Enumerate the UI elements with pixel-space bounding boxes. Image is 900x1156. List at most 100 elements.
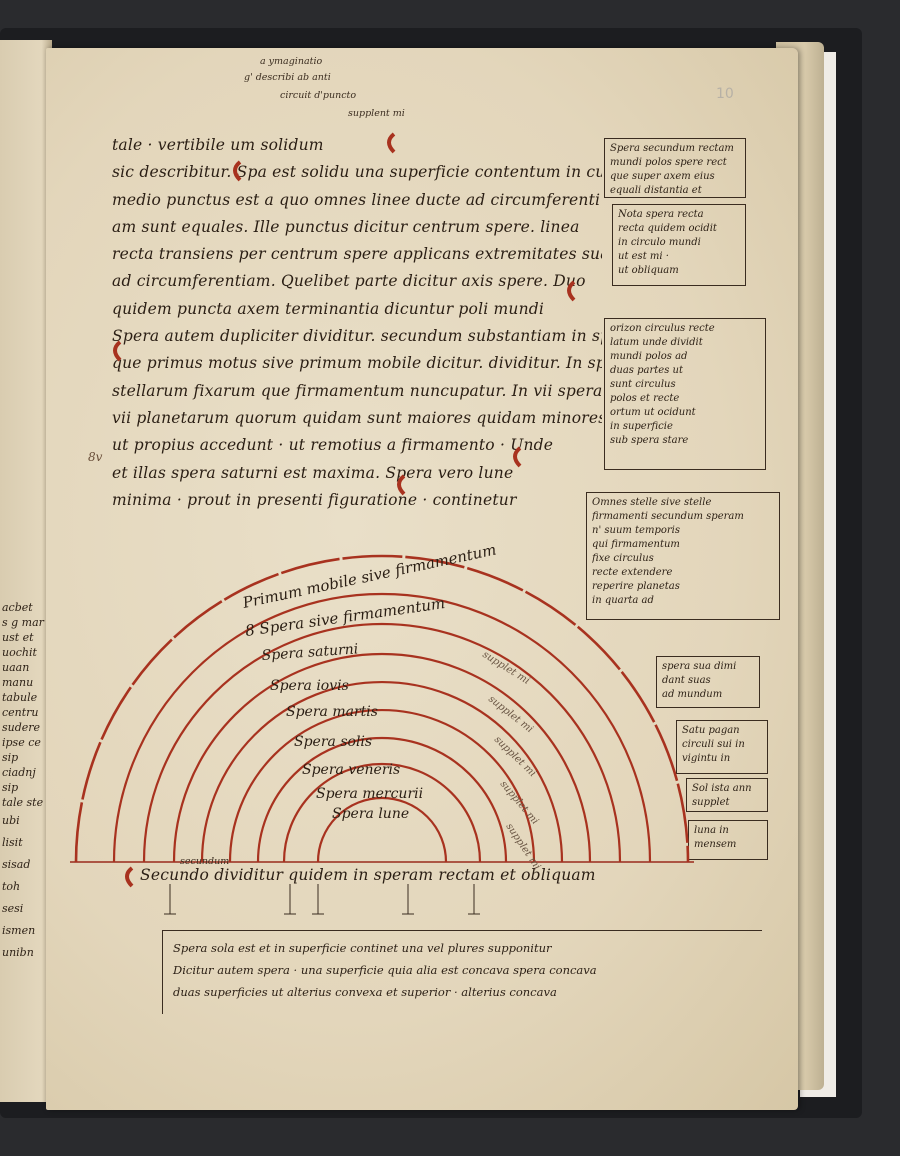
left-page-line: centru	[2, 706, 39, 719]
marginal-note-line: vigintu in	[682, 753, 731, 764]
pointer-stroke	[402, 884, 414, 915]
top-gloss-line: g' describi ab anti	[244, 72, 331, 83]
left-page-line: ipse ce	[2, 736, 41, 749]
marginal-note-line: in superficie	[610, 421, 673, 432]
sphere-arc	[256, 736, 508, 863]
left-page-line: ciadnj	[2, 766, 36, 779]
sphere-arc	[172, 652, 592, 863]
left-page-line: uaan	[2, 661, 30, 674]
sphere-arc	[228, 708, 536, 863]
marginal-note-box: Satu pagan circuli sui in vigintu in	[676, 720, 768, 774]
folio-number: 10	[716, 86, 734, 102]
marginal-note-line: spera sua dimi	[662, 661, 737, 672]
main-text-line: stellarum fixarum que firmamentum nuncup…	[112, 381, 602, 400]
left-page-line: tabule	[2, 691, 38, 704]
red-paragraph-mark	[513, 446, 522, 468]
main-text-line: medio punctus est a quo omnes linee duct…	[112, 190, 601, 209]
marginal-note-line: Spera secundum rectam	[610, 143, 734, 154]
marginal-note-line: equali distantia et	[610, 185, 702, 196]
left-page-line: sesi	[2, 902, 24, 915]
pointer-stroke	[312, 884, 324, 915]
bottom-commentary-line: Dicitur autem spera · una superficie qui…	[173, 963, 597, 977]
marginal-note-line: latum unde dividit	[610, 337, 703, 348]
bottom-commentary-box: Spera sola est et in superficie continet…	[162, 930, 762, 1014]
pointer-stroke	[468, 884, 480, 915]
marginal-note-line: qui firmamentum	[592, 539, 680, 550]
main-text-line: recta transiens per centrum spere applic…	[112, 245, 602, 264]
sphere-arc	[74, 554, 690, 863]
sphere-label: Spera saturni	[261, 641, 359, 664]
top-gloss-line: a ymaginatio	[260, 56, 323, 67]
previous-page	[0, 40, 52, 1102]
bottom-text-line: Secundo dividitur quidem in speram recta…	[140, 866, 596, 884]
left-page-line: ust et	[2, 631, 34, 644]
sphere-gloss: supplet mi	[480, 649, 531, 687]
left-page-line: uochit	[2, 646, 37, 659]
marginal-note-line: ut obliquam	[618, 265, 679, 276]
left-page-line: lisit	[2, 836, 23, 849]
sphere-arc	[142, 622, 622, 863]
left-page-line: acbet	[2, 601, 33, 614]
marginal-note-box: Nota spera recta recta quidem ocidit in ci…	[612, 204, 746, 286]
left-page-line: manu	[2, 676, 34, 689]
sphere-gloss: supplet mi	[504, 822, 543, 872]
sphere-arc	[200, 680, 564, 863]
bottom-gloss: secundum	[180, 856, 230, 867]
top-gloss-line: circuit d'puncto	[280, 90, 357, 101]
top-gloss-line: supplent mi	[348, 108, 405, 119]
marginal-note-line: sunt circulus	[610, 379, 676, 390]
marginal-note-line: Sol ista ann	[692, 783, 752, 794]
marginal-note-line: Satu pagan	[682, 725, 740, 736]
red-paragraph-mark	[113, 340, 122, 362]
marginal-note-line: mensem	[694, 839, 737, 850]
left-page-line: ubi	[2, 814, 20, 827]
sphere-label: Spera iovis	[270, 678, 349, 694]
marginal-note-box: Spera secundum rectam mundi polos spere r…	[604, 138, 746, 198]
marginal-note-line: ad mundum	[662, 689, 723, 700]
left-page-line: unibn	[2, 946, 34, 959]
main-text-line: am sunt equales. Ille punctus dicitur ce…	[112, 217, 580, 236]
bottom-commentary-line: Spera sola est et in superficie continet…	[173, 941, 552, 955]
manuscript-leaf	[46, 48, 798, 1110]
marginal-note-line: circuli sui in	[682, 739, 745, 750]
marginal-note-line: luna in	[694, 825, 729, 836]
marginal-note-line: Nota spera recta	[618, 209, 704, 220]
left-page-line: sip	[2, 751, 19, 764]
main-text-line: quidem puncta axem terminantia dicuntur …	[112, 299, 545, 318]
marginal-note-line: recte extendere	[592, 567, 673, 578]
main-text-line: vii planetarum quorum quidam sunt maiore…	[112, 408, 602, 427]
red-paragraph-mark	[567, 280, 576, 302]
marginal-note-line: mundi polos spere rect	[610, 157, 727, 168]
marginal-note-line: recta quidem ocidit	[618, 223, 717, 234]
marginal-note-line: in circulo mundi	[618, 237, 701, 248]
marginal-note-line: fixe circulus	[592, 553, 654, 564]
marginal-note-line: mundi polos ad	[610, 351, 688, 362]
left-page-text: acbet s g mar ust et uochit uaan manu tabule ce…	[2, 600, 48, 964]
red-paragraph-mark	[125, 866, 134, 888]
main-text-line: ut propius accedunt · ut remotius a firm…	[112, 436, 554, 455]
left-page-line: sip	[2, 781, 19, 794]
marginal-note-line: ortum ut ocidunt	[610, 407, 696, 418]
marginal-note-line: in quarta ad	[592, 595, 654, 606]
marginal-note-line: sub spera stare	[610, 435, 689, 446]
main-text-line: tale · vertibile um solidum	[112, 136, 324, 154]
red-paragraph-mark	[387, 132, 396, 154]
left-page-line: sudere	[2, 721, 41, 734]
main-text-line: Spera autem dupliciter dividitur. secund…	[112, 327, 602, 346]
pointer-stroke	[164, 884, 176, 915]
left-page-line: s g mar	[2, 616, 44, 629]
sphere-label: Spera mercurii	[316, 786, 423, 802]
main-text-line: minima · prout in presenti figuratione ·…	[112, 490, 517, 509]
sphere-label: Spera solis	[294, 734, 372, 750]
red-paragraph-mark	[233, 160, 242, 182]
main-text-line: ad circumferentiam. Quelibet parte dicit…	[112, 272, 586, 291]
left-page-line: sisad	[2, 858, 31, 871]
sphere-arc	[282, 762, 482, 863]
left-page-line: ismen	[2, 924, 36, 937]
red-paragraph-mark	[397, 474, 406, 496]
marginal-note-line: reperire planetas	[592, 581, 680, 592]
